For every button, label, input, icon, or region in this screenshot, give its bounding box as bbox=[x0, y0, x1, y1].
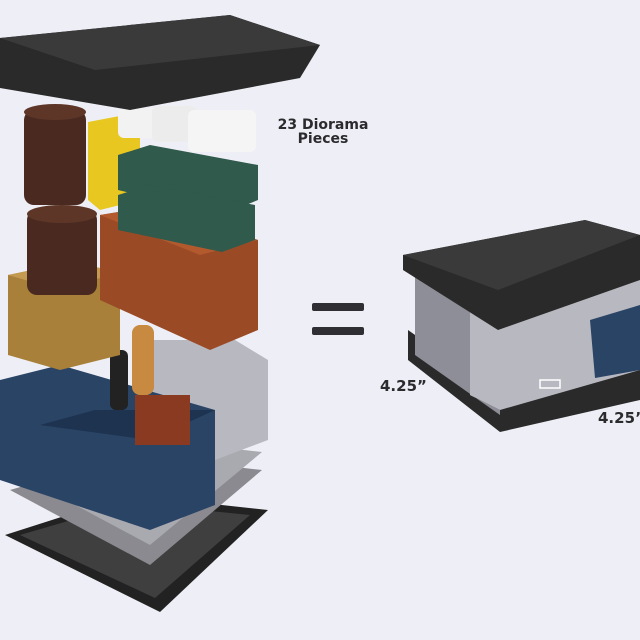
barrels bbox=[24, 104, 97, 295]
pieces-count-text: 23 Diorama bbox=[277, 117, 369, 133]
green-crates bbox=[118, 145, 258, 252]
bottles bbox=[110, 325, 190, 445]
dimension-right-label: 4.25” bbox=[598, 409, 640, 427]
assembled-diorama bbox=[403, 220, 640, 432]
top-grate-tile bbox=[0, 15, 320, 110]
pieces-count-label: 23 Diorama Pieces bbox=[268, 118, 378, 146]
white-crates bbox=[118, 106, 256, 152]
equals-sign bbox=[312, 303, 364, 335]
dimension-left-label: 4.25” bbox=[380, 377, 427, 395]
pieces-word-text: Pieces bbox=[297, 131, 349, 147]
